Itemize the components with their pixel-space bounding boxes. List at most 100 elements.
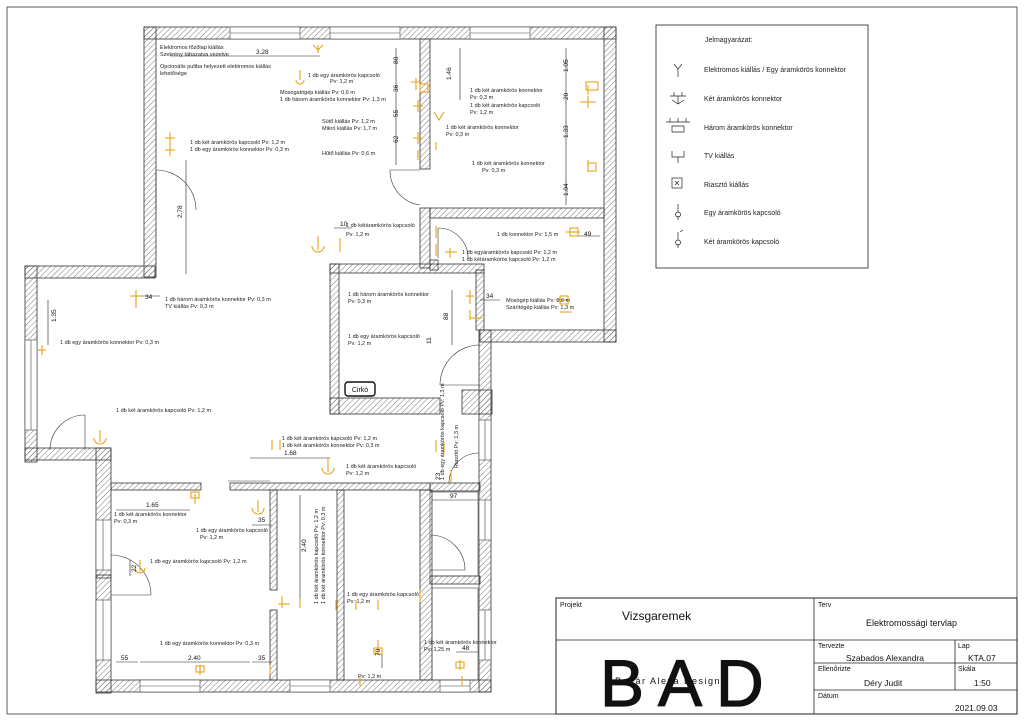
label: 1 db két áramkörös kapcsoló Pv: 1,2 m [116,408,211,414]
dimension: 62 [393,135,400,143]
scale-value: 1:50 [974,678,991,688]
tv-outlet-icon [671,151,685,163]
sheet-number: KTA.07 [968,653,996,663]
double-switch-icon [675,229,684,248]
legend-title: Jelmagyarázat: [705,37,753,44]
label: Pv: 1,2 m [330,79,354,85]
label: Pv: 1,2 m [358,674,382,680]
label: Szárítógép kiállás Pv: 1,3 m [506,305,575,311]
dimension: 55 [121,655,129,662]
bad-logo-subtitle: Bogár Alexa Design [615,676,721,686]
label: Hűtő kiállás Pv: 0,6 m [322,151,376,157]
dimension: 35 [258,517,266,524]
label: Riasztó Pv: 1,3 m [454,424,460,468]
cirko-label: Cirkó [352,387,368,394]
label: 1 db két áramkörös konnektor [446,125,519,131]
label: 1 db két áramkörös kapcsoló Pv: 1,2 m [282,436,377,442]
dimension: 23 [435,472,442,480]
label: Pv: 1,2 m [347,599,371,605]
triple-outlet-icon [666,118,690,133]
alarm-icon-mark [674,180,680,186]
cirko-box [344,381,376,397]
label: Mosogatógép kiállás Pv: 0,6 m [280,90,355,96]
label: 1 db három áramkörös konnektor Pv: 0,3 m [165,297,271,303]
annotation-labels: Elektromos főzőlap kiállás Szekrény tába… [60,45,575,680]
dimension-texts: 3.28 80 36 55 62 1.46 1.05 20 1.33 1.04 … [51,49,592,662]
dimension: 1.65 [146,502,159,509]
doors [49,169,481,596]
tervezte-label: Tervezte [818,643,845,650]
dimension: 10 [340,221,348,228]
label: 1 db két áramkörös kapcsoló [346,464,416,470]
dimension: 34 [486,293,494,300]
label: 1 db egy áramkörös kapcsoló [347,592,419,598]
bad-logo: BAD [600,646,778,720]
electrical-symbols [38,44,599,686]
project-name: Vizsgaremek [622,609,692,623]
dimension: 49 [584,231,592,238]
windows [24,26,531,693]
label: 1 db egy áramkörös kapcsoló [196,528,268,534]
label: 1 db egy áramkörös konnektor Pv: 0,3 m [60,340,159,346]
label: Pv: 1,2 m [346,232,370,238]
label: 1 db két áramkörös konnektor [472,161,545,167]
label: Elektromos főzőlap kiállás [160,45,224,51]
label: 1 db két áramkörös konnektor Pv: 0,3 m [282,443,380,449]
alarm-icon [671,177,683,189]
label: Pv: 1,2 m [348,341,372,347]
dimension: 1.35 [51,309,58,322]
label: 1 db egy áramkörös kapcsoló Pv: 1,2 m [150,559,247,565]
label: 1 db két áramkörös kapcsoló [470,103,540,109]
label: 1 db egy áramkörös kapcsoló Pv: 1,3 m [440,383,446,480]
legend: Jelmagyarázat: Elektromos kiállás / Egy … [655,24,869,269]
label: Pv: 1,2 m [470,110,494,116]
dimension: 80 [393,56,400,64]
legend-item: Három áramkörös konnektor [704,125,793,132]
sheet-frame [6,6,1018,715]
dimension: 2.40 [188,655,201,662]
dimension: 35 [258,655,266,662]
label: 1 db két áramkörös konnektor [114,512,187,518]
label: lehetősége [160,71,187,77]
checker-name: Déry Judit [864,678,903,688]
label: Pv: 1,2 m [200,535,224,541]
label: 1 db egy áramkörös kapcsoló [348,334,420,340]
label: Pv: 0,3 m [446,132,470,138]
label: 1 db egyáramkörös kapcsoló Pv: 1,2 m [462,250,557,256]
legend-item: Elektromos kiállás / Egy áramkörös konne… [704,67,847,74]
label: Pv: 0,3 m [348,299,372,305]
legend-item: Egy áramkörös kapcsoló [704,210,781,217]
dimension: 34 [145,294,153,301]
dimension: 88 [443,312,450,320]
dimension: 3.28 [256,49,269,56]
dimension: 22 [131,564,138,572]
dimension: 1.33 [563,125,570,138]
projekt-label: Projekt [560,602,582,609]
legend-item: Két áramkörös konnektor [704,96,783,103]
label: Mosógép kiállás Pv: 0,6 m [506,298,571,304]
single-outlet-icon [673,63,683,77]
terv-label: Terv [818,602,832,609]
dimension: 97 [450,493,458,500]
label: 1 db egy áramkörös konnektor Pv: 0,3 m [190,147,289,153]
legend-item: Riasztó kiállás [704,182,749,189]
label: Pv: 0,3 m [470,95,494,101]
label: Pv: 1,2 m [346,471,370,477]
dimension: 2.40 [301,539,308,552]
skala-label: Skála [958,666,976,673]
double-outlet-icon [670,92,686,105]
datum-label: Dátum [818,693,839,700]
fixtures [228,480,479,681]
designer-name: Szabados Alexandra [846,653,924,663]
label: 1 db két áramkörös konnektor [424,640,497,646]
label: Pv: 0,3 m [482,168,506,174]
title-block: Projekt Vizsgaremek Terv Elektromossági … [555,597,1018,721]
label: Opcionális pultba helyezett elektromos k… [160,64,271,70]
legend-box [655,24,869,269]
label: 1 db két áramkörös konnektor [470,88,543,94]
label: Sütő kiállás Pv: 1,2 m [322,119,375,125]
label: Szekrény tábazatva vezetve [160,52,229,58]
label: Pv: 1,25 m [424,647,451,653]
dimension: 1.04 [563,183,570,196]
